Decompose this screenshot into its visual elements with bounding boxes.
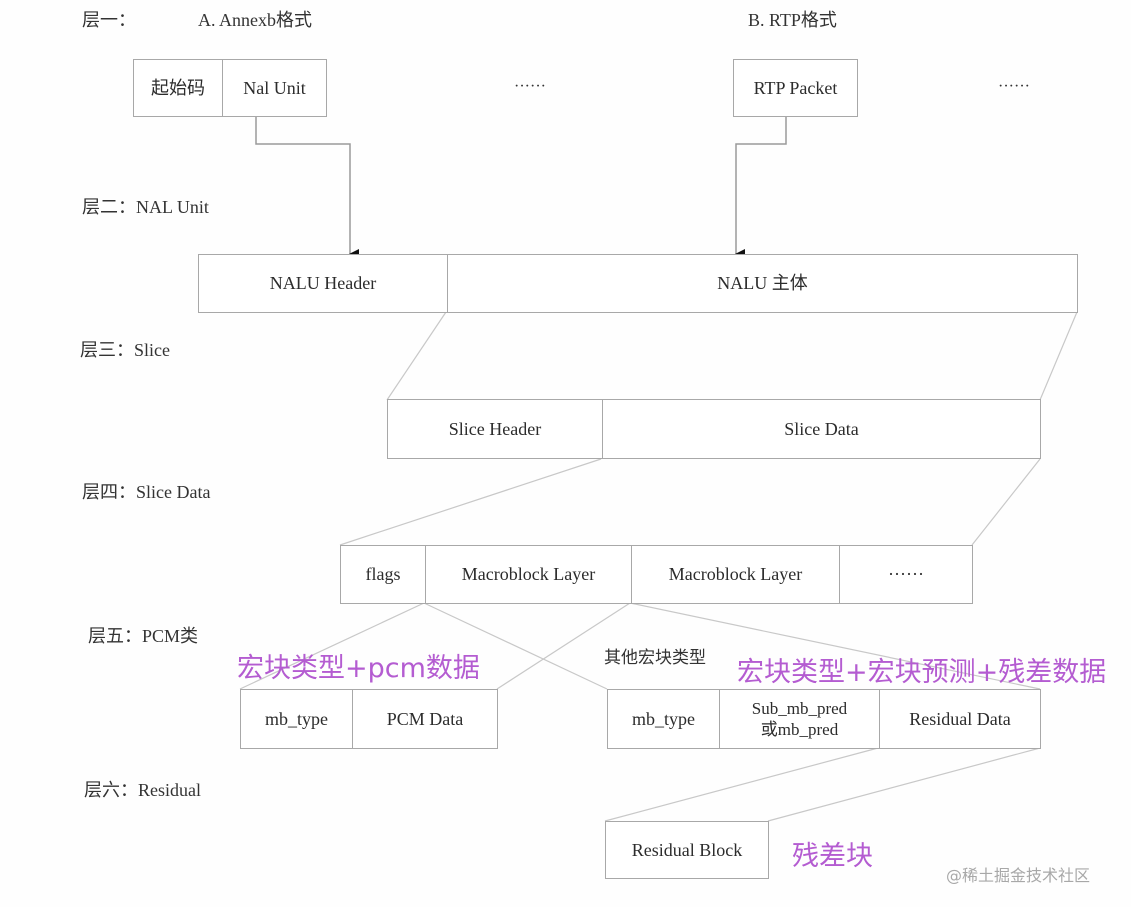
expand-line bbox=[386, 311, 447, 401]
arrow-annexb-to-nalu bbox=[255, 117, 359, 259]
pcm-row: mb_type PCM Data bbox=[240, 689, 498, 749]
residual-annotation: 残差块 bbox=[792, 841, 873, 872]
start-code-cell: 起始码 bbox=[151, 77, 205, 98]
macroblock-layer-cell: Macroblock Layer bbox=[425, 546, 631, 603]
mb-pred-cell: Sub_mb_pred 或mb_pred bbox=[719, 690, 879, 748]
nalu-row: NALU Header NALU 主体 bbox=[198, 254, 1078, 313]
mb-type-cell: mb_type bbox=[632, 708, 695, 729]
expand-line bbox=[604, 747, 879, 822]
layer-label-3: 层三：Slice bbox=[80, 340, 170, 360]
mb-type-cell: mb_type bbox=[265, 708, 328, 729]
macroblock-layer-cell: Macroblock Layer bbox=[631, 546, 839, 603]
expand-line bbox=[767, 747, 1041, 822]
watermark: @稀土掘金技术社区 bbox=[946, 866, 1091, 885]
rtp-packet-cell: RTP Packet bbox=[753, 77, 838, 98]
layer-label-4: 层四：Slice Data bbox=[82, 482, 211, 502]
layer-label-2: 层二：NAL Unit bbox=[82, 197, 209, 217]
layer-label-6: 层六：Residual bbox=[84, 780, 201, 800]
annexb-row: 起始码 Nal Unit bbox=[133, 59, 327, 117]
pcm-data-cell: PCM Data bbox=[352, 690, 497, 748]
other-mb-annotation: 宏块类型+宏块预测+残差数据 bbox=[737, 657, 1107, 688]
nal-unit-cell: Nal Unit bbox=[222, 60, 326, 116]
ellipsis: ······ bbox=[998, 78, 1030, 95]
ellipsis-cell: ······ bbox=[839, 546, 972, 603]
rtp-format-title: B. RTP格式 bbox=[748, 10, 837, 30]
slice-row: Slice Header Slice Data bbox=[387, 399, 1041, 459]
ellipsis: ······ bbox=[514, 78, 546, 95]
layer-label-5: 层五：PCM类 bbox=[88, 626, 199, 646]
arrow-rtp-to-nalu bbox=[735, 117, 787, 259]
expand-line bbox=[339, 458, 602, 546]
slice-header-cell: Slice Header bbox=[448, 418, 542, 439]
residual-block-cell: Residual Block bbox=[631, 839, 743, 860]
rtp-row: RTP Packet bbox=[733, 59, 858, 117]
nalu-header-cell: NALU Header bbox=[269, 273, 377, 294]
pcm-annotation: 宏块类型+pcm数据 bbox=[237, 653, 480, 684]
residual-data-cell: Residual Data bbox=[879, 690, 1040, 748]
other-mb-type-title: 其他宏块类型 bbox=[604, 648, 706, 667]
annexb-format-title: A. Annexb格式 bbox=[198, 10, 312, 30]
other-mb-row: mb_type Sub_mb_pred 或mb_pred Residual Da… bbox=[607, 689, 1041, 749]
slice-data-row: flags Macroblock Layer Macroblock Layer … bbox=[340, 545, 973, 604]
expand-line bbox=[1039, 311, 1078, 401]
nalu-body-cell: NALU 主体 bbox=[447, 255, 1077, 312]
slice-data-cell: Slice Data bbox=[602, 400, 1040, 458]
flags-cell: flags bbox=[365, 564, 401, 585]
layer-label-1: 层一： bbox=[82, 10, 136, 30]
expand-line bbox=[971, 458, 1041, 546]
residual-row: Residual Block bbox=[605, 821, 769, 879]
